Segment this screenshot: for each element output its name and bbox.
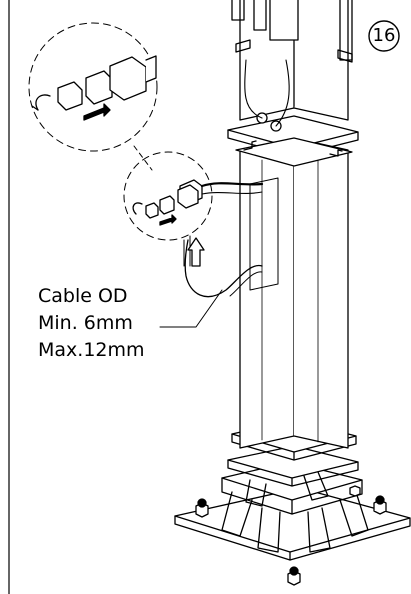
upper-cable-2 — [275, 59, 290, 127]
callout-line-2: Min. 6mm — [38, 312, 133, 334]
anchor-nut-back — [349, 485, 361, 497]
top-plate — [231, 0, 353, 132]
anchor-nut-left — [195, 498, 209, 518]
upper-cable — [244, 59, 263, 119]
cable-od-callout: Cable OD Min. 6mm Max.12mm — [38, 283, 145, 364]
exploded-gland-small — [132, 184, 199, 226]
lower-collar — [227, 445, 359, 487]
step-number: 16 — [372, 25, 396, 46]
insert-arrow — [187, 237, 205, 267]
cable-loop — [184, 239, 263, 298]
step-number-circle — [368, 20, 400, 52]
anchor-nut-front — [287, 566, 301, 586]
upper-flange — [227, 115, 359, 167]
base-plate — [174, 487, 411, 561]
anchor-nut-right — [373, 495, 387, 515]
exploded-gland-large — [31, 55, 157, 121]
detail-circle-small — [123, 151, 213, 241]
detail-circle-large — [28, 22, 158, 152]
callout-leader — [159, 289, 223, 328]
callout-line-3: Max.12mm — [38, 339, 145, 361]
callout-line-1: Cable OD — [38, 285, 128, 307]
